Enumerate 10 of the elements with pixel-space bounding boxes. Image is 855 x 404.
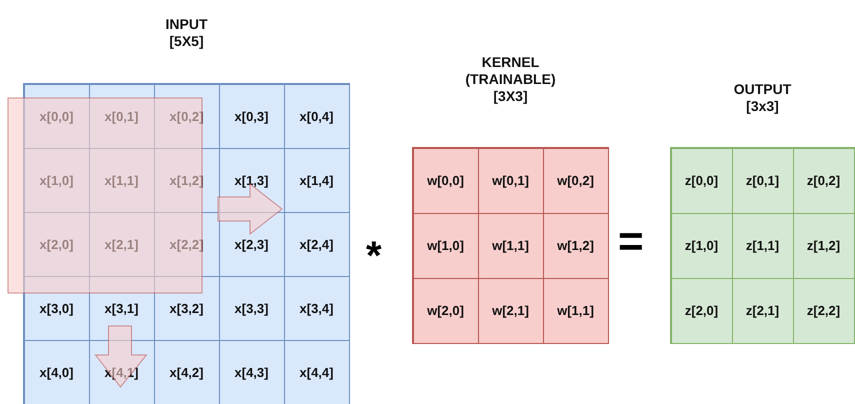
matrix-entry: z[0,0]	[670, 148, 732, 214]
matrix-entry: w[0,0]	[412, 148, 478, 214]
convolution-operator: *	[366, 236, 382, 276]
matrix-heading: KERNEL (TRAINABLE) [3X3]	[465, 54, 556, 105]
block-arrow	[94, 326, 148, 388]
matrix-entry: x[0,0]	[24, 84, 90, 148]
equals-sign: =	[618, 220, 644, 264]
matrix-heading: OUTPUT [3x3]	[734, 81, 792, 115]
matrix-heading: INPUT [5X5]	[166, 16, 208, 50]
block-arrow	[218, 182, 283, 236]
